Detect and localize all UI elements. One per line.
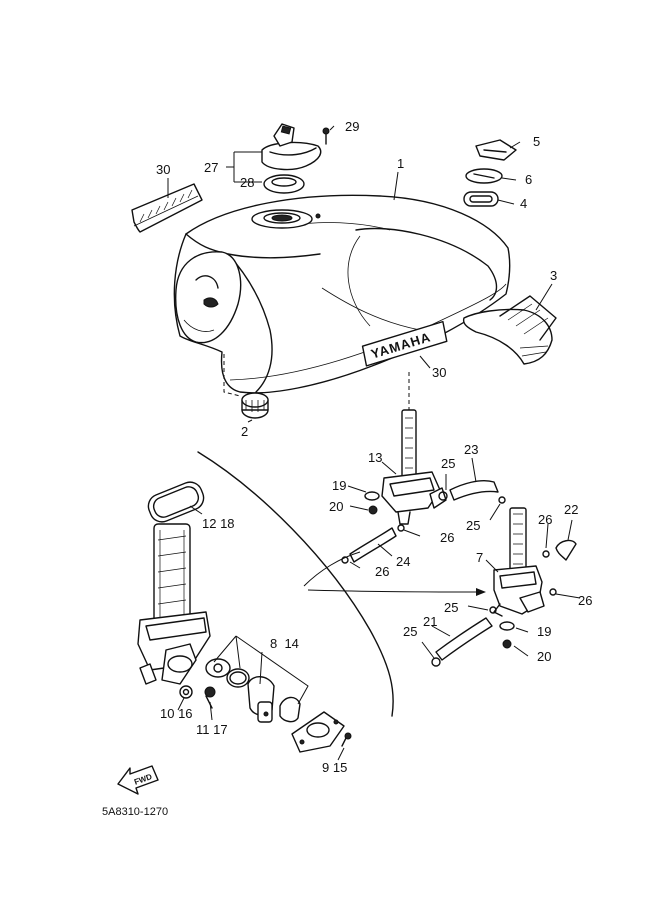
label-20-b: 20: [537, 649, 551, 664]
detail-gasket-12-18: [147, 481, 205, 523]
label-26-b: 26: [375, 564, 389, 579]
detail-fuel-cock-body: [137, 523, 211, 685]
plate-6: [465, 168, 503, 184]
label-25-b: 25: [466, 518, 480, 533]
label-9-15: 9 15: [322, 760, 347, 775]
fuel-cock-7: [493, 507, 545, 617]
label-12-18: 12 18: [202, 516, 235, 531]
label-3: 3: [550, 268, 557, 283]
drain-bolt-2: [241, 392, 269, 419]
forward-arrow: FWD: [117, 765, 159, 795]
label-30-b: 30: [432, 365, 446, 380]
detail-lever-parts-8-14: [205, 658, 301, 723]
label-30-a: 30: [156, 162, 170, 177]
label-22: 22: [564, 502, 578, 517]
leader-lines: [167, 125, 581, 761]
label-26-d: 26: [578, 593, 592, 608]
cap-screw-29: [322, 127, 330, 145]
clips-and-screws: [341, 491, 557, 667]
label-20-a: 20: [329, 499, 343, 514]
hose-21: [435, 617, 493, 661]
detail-washer-10-16: [179, 685, 193, 699]
label-26-a: 26: [440, 530, 454, 545]
label-10-16: 10 16: [160, 706, 193, 721]
trim-strip-30: [131, 183, 203, 233]
label-25-c: 25: [444, 600, 458, 615]
label-25-d: 25: [403, 624, 417, 639]
knee-grip-3: [462, 295, 557, 365]
label-19-a: 19: [332, 478, 346, 493]
label-2: 2: [241, 424, 248, 439]
hose-22: [555, 539, 577, 561]
detail-plate-9-15: [291, 711, 352, 753]
part-labels: 1 2 3 4 5 6 7 8 14 9 15 10 16 11 17 12 1…: [156, 119, 592, 775]
label-23: 23: [464, 442, 478, 457]
label-4: 4: [520, 196, 527, 211]
label-29: 29: [345, 119, 359, 134]
label-26-c: 26: [538, 512, 552, 527]
detail-screw-11-17: [204, 686, 216, 709]
fuel-cock-13: [381, 409, 447, 525]
label-21: 21: [423, 614, 437, 629]
label-6: 6: [525, 172, 532, 187]
label-24: 24: [396, 554, 410, 569]
label-25-a: 25: [441, 456, 455, 471]
filler-cap: [261, 123, 322, 171]
bracket-5: [475, 139, 517, 161]
cap-gasket-28: [263, 174, 305, 194]
label-1: 1: [397, 156, 404, 171]
fuel-tank: [173, 194, 511, 394]
label-27: 27: [204, 160, 218, 175]
label-7: 7: [476, 550, 483, 565]
label-11-17: 11 17: [196, 722, 228, 737]
label-8-14: 8 14: [270, 636, 299, 651]
label-19-b: 19: [537, 624, 551, 639]
hose-24: [349, 527, 397, 563]
label-28: 28: [240, 175, 254, 190]
label-13: 13: [368, 450, 382, 465]
diagram-code: 5A8310-1270: [102, 806, 168, 818]
label-5: 5: [533, 134, 540, 149]
damper-4: [463, 191, 499, 207]
hose-23: [449, 480, 499, 501]
